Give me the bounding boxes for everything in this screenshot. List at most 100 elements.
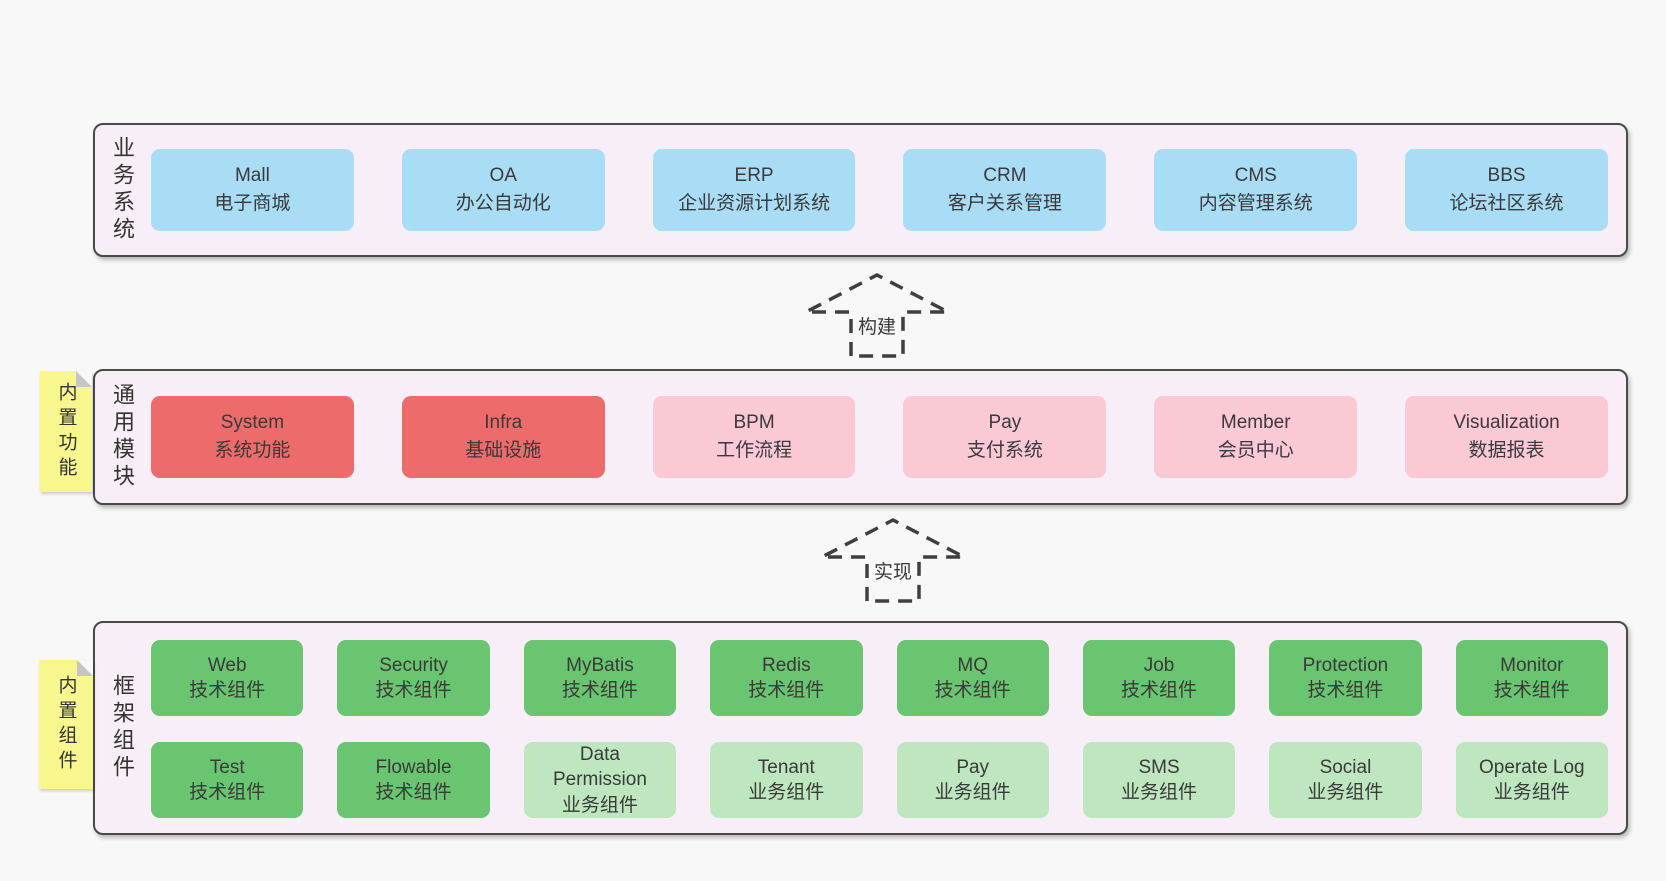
box-subtitle: 业务组件 xyxy=(1307,782,1384,803)
box-oa: OA 办公自动化 xyxy=(401,149,605,231)
box-subtitle: 业务组件 xyxy=(561,794,638,816)
business-systems-row: Mall 电子商城 OA 办公自动化 ERP 企业资源计划系统 CRM 客户关系… xyxy=(151,149,1608,231)
box-title: Tenant xyxy=(757,756,815,778)
implement-arrow: 实现 xyxy=(818,516,968,604)
box-subtitle: 技术组件 xyxy=(375,782,452,803)
box-bbs: BBS 论坛社区系统 xyxy=(1405,149,1608,231)
box-subtitle: 业务组件 xyxy=(748,782,825,803)
box-redis: Redis 技术组件 xyxy=(710,640,863,716)
framework-components-row-1: Web 技术组件 Security 技术组件 MyBatis 技术组件 Redi… xyxy=(151,640,1608,716)
framework-components-label: 框架组件 xyxy=(110,674,135,782)
common-modules-label: 通用模块 xyxy=(110,383,135,491)
dashed-up-arrow-icon xyxy=(805,273,949,358)
box-title: MQ xyxy=(957,654,988,676)
business-systems-label: 业务系统 xyxy=(110,136,135,244)
dashed-up-arrow-icon xyxy=(821,518,965,603)
box-subtitle: 技术组件 xyxy=(934,680,1011,701)
builtin-components-tag-label: 内置组件 xyxy=(55,674,77,775)
common-modules-panel: 通用模块 System 系统功能 Infra 基础设施 BPM 工作流程 Pay… xyxy=(93,369,1628,505)
box-title: CMS xyxy=(1234,164,1277,186)
box-subtitle: 工作流程 xyxy=(716,440,793,461)
box-title: Infra xyxy=(484,411,523,433)
box-title: Operate Log xyxy=(1478,756,1585,778)
builtin-components-tag: 内置组件 xyxy=(39,660,93,789)
box-test: Test 技术组件 xyxy=(151,742,304,818)
box-title: Security xyxy=(379,654,448,676)
box-subtitle: 技术组件 xyxy=(189,782,266,803)
box-job: Job 技术组件 xyxy=(1082,640,1236,716)
box-subtitle: 企业资源计划系统 xyxy=(678,193,831,214)
box-title: CRM xyxy=(983,164,1027,186)
box-subtitle: 技术组件 xyxy=(1307,680,1384,701)
common-modules-row: System 系统功能 Infra 基础设施 BPM 工作流程 Pay 支付系统… xyxy=(151,396,1608,478)
box-title: Flowable xyxy=(375,756,452,778)
box-subtitle: 基础设施 xyxy=(465,440,542,461)
box-subtitle: 论坛社区系统 xyxy=(1449,193,1564,214)
box-title: BPM xyxy=(733,411,775,433)
box-title: ERP xyxy=(734,164,774,186)
box-mybatis: MyBatis 技术组件 xyxy=(523,640,677,716)
box-title: Web xyxy=(207,654,247,676)
build-arrow-label: 构建 xyxy=(854,312,900,339)
box-subtitle: 会员中心 xyxy=(1217,440,1294,461)
box-title: BBS xyxy=(1487,164,1526,186)
box-title: MyBatis xyxy=(566,654,634,676)
box-title: Monitor xyxy=(1500,654,1564,676)
box-title: Redis xyxy=(762,654,811,676)
box-data-permission: Data Permission 业务组件 xyxy=(523,742,677,818)
box-title: SMS xyxy=(1138,756,1180,778)
box-subtitle: 技术组件 xyxy=(1493,680,1570,701)
box-title: Mall xyxy=(234,164,270,186)
box-title: Visualization xyxy=(1453,411,1560,433)
box-cms: CMS 内容管理系统 xyxy=(1154,149,1358,231)
box-crm: CRM 客户关系管理 xyxy=(903,149,1107,231)
box-subtitle: 技术组件 xyxy=(375,680,452,701)
box-title: Protection xyxy=(1302,654,1389,676)
box-monitor: Monitor 技术组件 xyxy=(1455,640,1608,716)
business-systems-panel: 业务系统 Mall 电子商城 OA 办公自动化 ERP 企业资源计划系统 CRM… xyxy=(93,123,1628,257)
box-subtitle: 技术组件 xyxy=(561,680,638,701)
box-pay-system: Pay 支付系统 xyxy=(903,396,1107,478)
box-system: System 系统功能 xyxy=(151,396,354,478)
box-mq: MQ 技术组件 xyxy=(896,640,1049,716)
box-bpm: BPM 工作流程 xyxy=(652,396,856,478)
box-subtitle: 业务组件 xyxy=(1121,782,1198,803)
box-subtitle: 业务组件 xyxy=(1493,782,1570,803)
box-social: Social 业务组件 xyxy=(1269,742,1422,818)
box-title: Data Permission xyxy=(552,744,647,791)
box-title: Test xyxy=(209,756,245,778)
build-arrow: 构建 xyxy=(802,271,952,359)
box-operate-log: Operate Log 业务组件 xyxy=(1455,742,1608,818)
box-subtitle: 业务组件 xyxy=(934,782,1011,803)
framework-components-row-2: Test 技术组件 Flowable 技术组件 Data Permission … xyxy=(151,742,1608,818)
box-title: OA xyxy=(489,164,517,186)
box-subtitle: 技术组件 xyxy=(1121,680,1198,701)
box-subtitle: 数据报表 xyxy=(1468,440,1545,461)
builtin-features-tag-label: 内置功能 xyxy=(55,381,77,482)
box-security: Security 技术组件 xyxy=(337,640,490,716)
box-infra: Infra 基础设施 xyxy=(401,396,605,478)
box-pay-component: Pay 业务组件 xyxy=(896,742,1049,818)
box-subtitle: 技术组件 xyxy=(189,680,266,701)
box-title: Member xyxy=(1220,411,1291,433)
box-title: Pay xyxy=(956,756,990,778)
box-mall: Mall 电子商城 xyxy=(151,149,354,231)
box-subtitle: 电子商城 xyxy=(214,193,291,214)
builtin-features-tag: 内置功能 xyxy=(40,371,92,492)
box-erp: ERP 企业资源计划系统 xyxy=(652,149,856,231)
box-subtitle: 系统功能 xyxy=(214,440,291,461)
box-flowable: Flowable 技术组件 xyxy=(337,742,490,818)
framework-components-rows: Web 技术组件 Security 技术组件 MyBatis 技术组件 Redi… xyxy=(151,640,1608,818)
box-subtitle: 支付系统 xyxy=(966,440,1043,461)
box-protection: Protection 技术组件 xyxy=(1269,640,1422,716)
box-title: Pay xyxy=(988,411,1022,433)
implement-arrow-label: 实现 xyxy=(870,557,916,584)
box-sms: SMS 业务组件 xyxy=(1082,742,1236,818)
box-visualization: Visualization 数据报表 xyxy=(1405,396,1608,478)
box-title: Social xyxy=(1319,756,1372,778)
box-subtitle: 办公自动化 xyxy=(455,193,551,214)
box-web: Web 技术组件 xyxy=(151,640,304,716)
box-title: System xyxy=(220,411,285,433)
box-tenant: Tenant 业务组件 xyxy=(710,742,863,818)
box-subtitle: 技术组件 xyxy=(748,680,825,701)
